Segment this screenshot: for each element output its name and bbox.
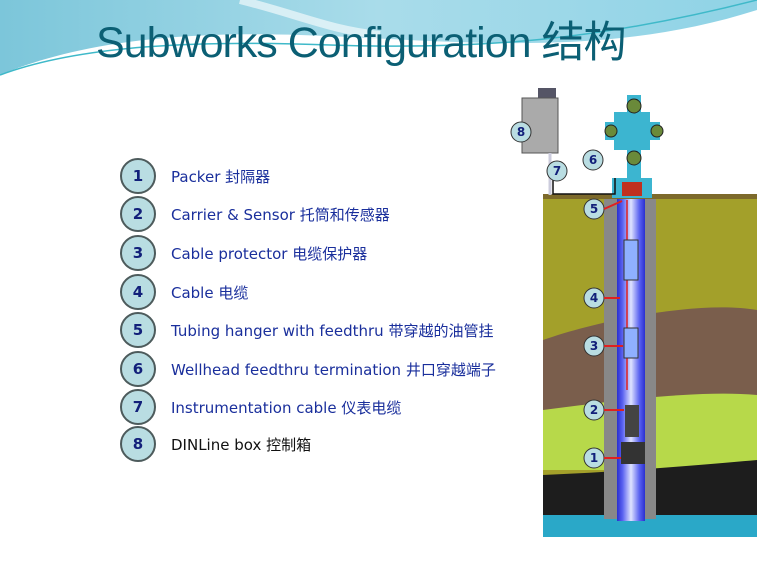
callout-arrows [603,200,624,459]
callout-6: 6 [582,149,604,171]
legend-item-instrumentation-cable: 7 Instrumentation cable 仪表电缆 [120,389,401,425]
page-title: Subworks Configuration 结构 [96,19,626,67]
legend-label: Tubing hanger with feedthru 带穿越的油管挂 [171,321,494,340]
callout-5: 5 [583,198,605,220]
svg-text:2: 2 [590,403,598,417]
callout-2: 2 [583,399,605,421]
svg-text:4: 4 [590,291,598,305]
instrumentation-cable [552,178,616,195]
legend-item-dinline-box: 8 DINLine box 控制箱 [120,426,311,462]
carrier-sensor [625,405,639,437]
legend-label: Wellhead feedthru termination 井口穿越端子 [171,360,496,379]
water-layer [543,515,757,537]
legend-label: DINLine box 控制箱 [171,435,312,454]
legend-item-carrier-sensor: 2 Carrier & Sensor 托筒和传感器 [120,196,390,232]
svg-text:8: 8 [517,125,525,139]
number-badge: 7 [120,389,156,425]
packer [621,442,645,464]
legend-item-packer: 1 Packer 封隔器 [120,158,270,194]
number-badge: 4 [120,274,156,310]
legend-item-cable: 4 Cable 电缆 [120,274,248,310]
legend-label: Cable protector 电缆保护器 [171,244,368,263]
number-badge: 6 [120,351,156,387]
legend-label: Carrier & Sensor 托筒和传感器 [171,205,390,224]
callout-7: 7 [546,160,568,182]
svg-text:1: 1 [590,451,598,465]
callout-1: 1 [583,447,605,469]
number-badge: 8 [120,426,156,462]
legend-item-wellhead-feedthru: 6 Wellhead feedthru termination 井口穿越端子 [120,351,496,387]
tubing-hanger [622,182,642,196]
callout-4: 4 [583,287,605,309]
legend-item-tubing-hanger: 5 Tubing hanger with feedthru 带穿越的油管挂 [120,312,493,348]
svg-text:6: 6 [589,153,597,167]
number-badge: 1 [120,158,156,194]
callout-3: 3 [583,335,605,357]
legend-label: Instrumentation cable 仪表电缆 [171,398,402,417]
legend-label: Cable 电缆 [171,283,249,302]
svg-text:5: 5 [590,202,598,216]
callout-8: 8 [510,121,532,143]
legend-label: Packer 封隔器 [171,167,271,186]
svg-text:3: 3 [590,339,598,353]
header-wave-background [0,0,757,76]
number-badge: 3 [120,235,156,271]
number-badge: 2 [120,196,156,232]
svg-text:7: 7 [553,164,561,178]
number-badge: 5 [120,312,156,348]
legend-item-cable-protector: 3 Cable protector 电缆保护器 [120,235,367,271]
